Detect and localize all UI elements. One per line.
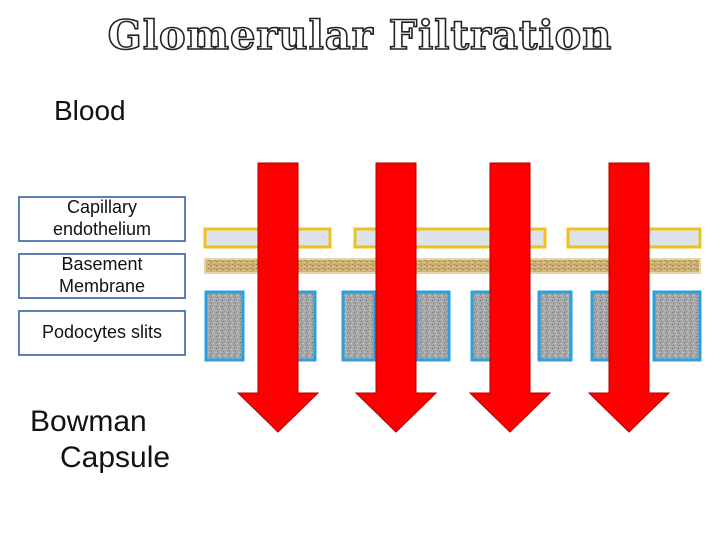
filtration-arrow — [354, 162, 438, 433]
bowman-capsule-label: Bowman Capsule — [30, 404, 200, 476]
filtration-arrows — [236, 162, 671, 433]
capillary-endothelium-label: Capillary endothelium — [18, 196, 186, 242]
bowman-line2: Capsule — [60, 441, 171, 474]
podocyte — [204, 290, 245, 362]
basement-membrane-band — [204, 258, 701, 274]
basement-membrane-text: Basement Membrane — [58, 254, 146, 296]
blood-label: Blood — [54, 95, 126, 126]
filtration-arrow — [236, 162, 320, 433]
podocyte — [652, 290, 702, 362]
filtration-arrow — [468, 162, 552, 433]
podocyte — [537, 290, 573, 362]
basement-membrane-label: Basement Membrane — [18, 253, 186, 299]
diagram-title: Glomerular Filtration — [107, 11, 613, 60]
podocyte — [341, 290, 377, 362]
podocyte — [415, 290, 451, 362]
podocytes-slits-text: Podocytes slits — [41, 322, 163, 343]
podocytes-slits-label: Podocytes slits — [18, 310, 186, 356]
bowman-line1: Bowman — [30, 405, 147, 438]
filtration-arrow — [587, 162, 671, 433]
capillary-endothelium-text: Capillary endothelium — [52, 197, 152, 239]
